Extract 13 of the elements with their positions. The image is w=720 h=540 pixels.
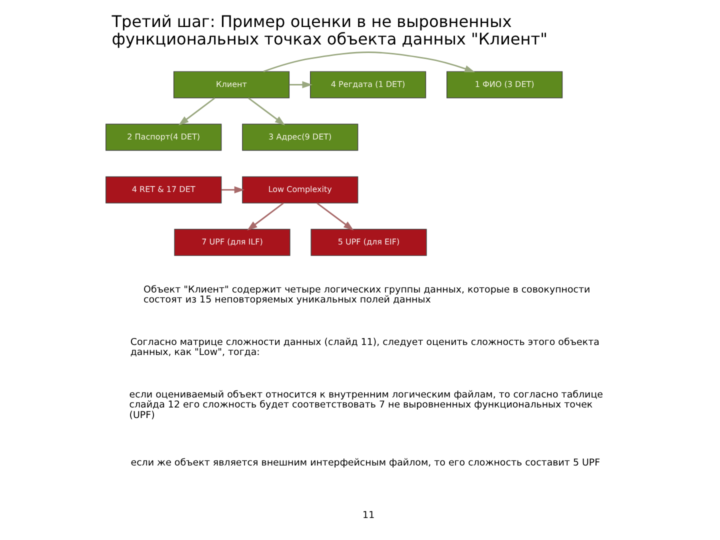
arrow [263, 52, 475, 72]
label: если оцениваемый объект относится к внутренним логическим файлам, то согласно таблице слайда 12 его сложность будет соответствовать 7 не выровненных функциональных точек (UPF) [129, 389, 604, 421]
arrow [178, 98, 216, 126]
arrow [247, 202, 284, 231]
label: 11 [362, 510, 375, 521]
arrow [289, 81, 312, 88]
arrow [316, 202, 354, 231]
label: если же объект является внешним интерфейсным файлом, то его сложность составит 5 UPF [130, 457, 600, 468]
arrow [248, 97, 286, 126]
arrow [221, 186, 245, 194]
diagram-title: Третий шаг: Пример оценки в не выровненных функциональных точках объекта данных "Клиент" [112, 12, 548, 49]
label: Объект "Клиент" содержит четыре логических группы данных, которые в совокупности состоят из 15 неповторяемых уникальных полей данных [144, 284, 590, 306]
label: Согласно матрице сложности данных (слайд 11), следует оценить сложность этого объекта данных, как "Low", тогда: [130, 336, 600, 358]
